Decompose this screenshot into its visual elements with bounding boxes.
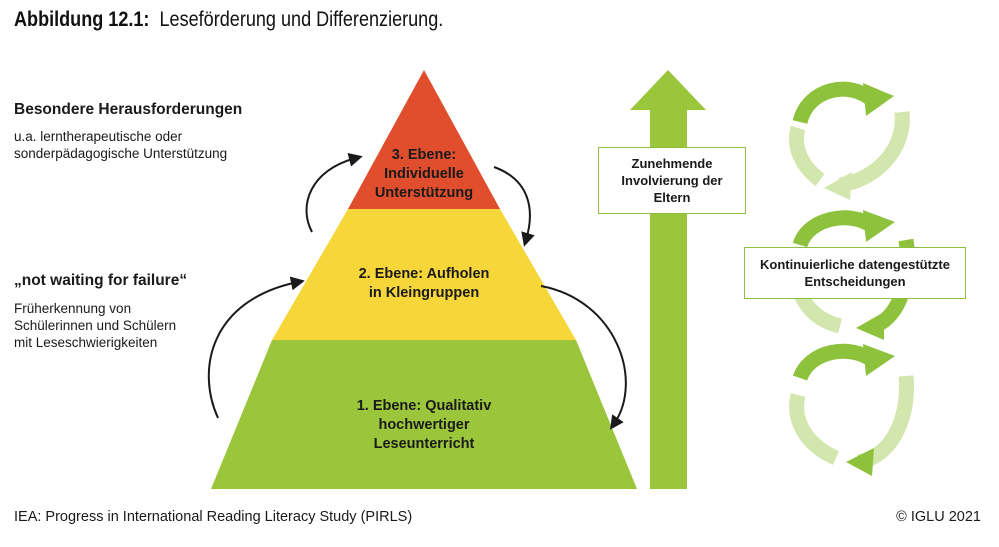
figure-title: Abbildung 12.1: Leseförderung und Differ… — [14, 8, 443, 32]
box-line: Entscheidungen — [804, 274, 906, 289]
level-line: 3. Ebene: — [391, 147, 457, 163]
note-heading-not-waiting: „not waiting for failure“ — [14, 272, 188, 289]
box-line: Eltern — [653, 190, 691, 205]
pyramid-level-2 — [272, 209, 576, 340]
curved-arrow-icon — [493, 166, 535, 247]
box-line: Involvierung der — [621, 173, 723, 188]
figure-label: Abbildung 12.1: — [14, 8, 150, 31]
level-line: Leseunterricht — [373, 436, 475, 452]
note-line: Schülerinnen und Schülern — [14, 318, 177, 333]
level-2-label: 2. Ebene: Aufholen in Kleingruppen — [314, 265, 534, 303]
box-line: Zunehmende — [631, 156, 713, 171]
note-text-early-detection: Früherkennung von Schülerinnen und Schül… — [14, 300, 176, 351]
box-line: Kontinuierliche datengestützte — [760, 257, 950, 272]
note-line: mit Leseschwierigkeiten — [14, 335, 158, 350]
data-decisions-box: Kontinuierliche datengestützte Entscheid… — [744, 247, 966, 299]
level-line: Unterstützung — [374, 185, 474, 201]
cycle-arrow-icon — [789, 81, 910, 200]
note-line: Früherkennung von — [14, 301, 132, 316]
level-line: in Kleingruppen — [368, 285, 480, 301]
note-heading-challenges: Besondere Herausforderungen — [14, 101, 243, 118]
level-1-label: 1. Ebene: Qualitativ hochwertiger Leseun… — [304, 397, 544, 454]
curved-arrow-icon — [540, 285, 627, 430]
figure-caption: Leseförderung und Differenzierung. — [159, 8, 444, 31]
parent-involvement-box: Zunehmende Involvierung der Eltern — [598, 147, 746, 214]
source-note: IEA: Progress in International Reading L… — [14, 509, 413, 525]
curved-arrow-icon — [305, 152, 363, 233]
pyramid-level-1 — [211, 340, 637, 489]
level-line: 1. Ebene: Qualitativ — [356, 398, 492, 414]
curved-arrow-icon — [207, 276, 305, 419]
copyright-note: © IGLU 2021 — [896, 509, 981, 525]
level-line: Individuelle — [384, 166, 464, 182]
level-line: 2. Ebene: Aufholen — [358, 266, 490, 282]
note-line: sonderpädagogische Unterstützung — [14, 146, 228, 161]
level-line: hochwertiger — [378, 417, 470, 433]
note-text-challenges: u.a. lerntherapeutische oder sonderpädag… — [14, 128, 227, 162]
note-line: u.a. lerntherapeutische oder — [14, 129, 183, 144]
pyramid-level-3 — [348, 70, 500, 209]
level-3-label: 3. Ebene: Individuelle Unterstützung — [349, 146, 499, 203]
up-arrow-icon — [630, 70, 706, 489]
cycle-arrow-icon — [789, 343, 914, 476]
